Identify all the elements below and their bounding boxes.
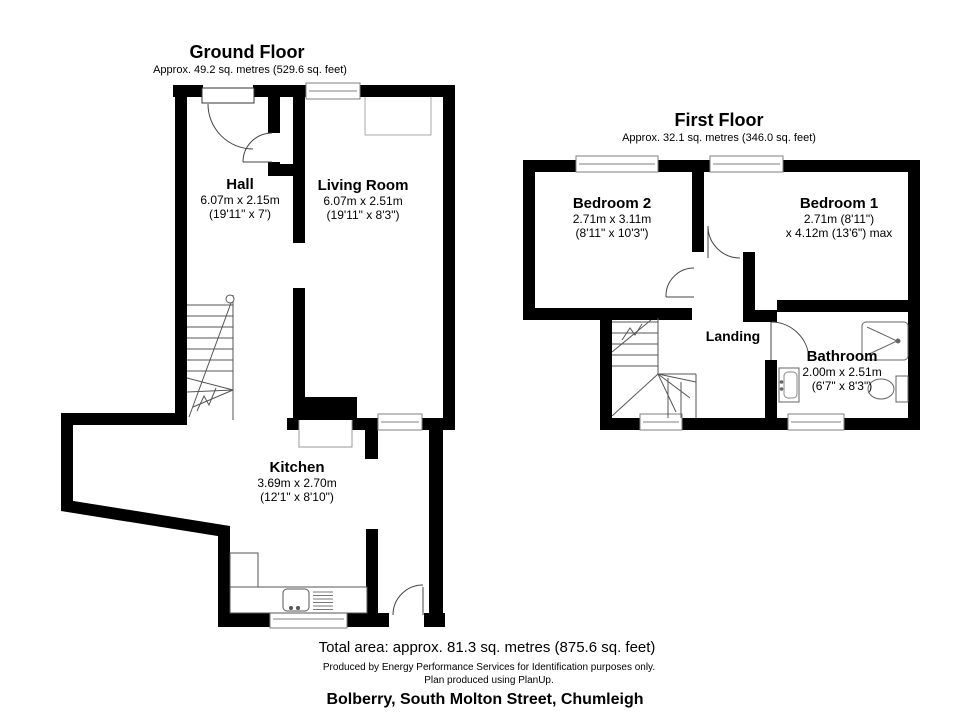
wall (443, 85, 455, 430)
wall-diagonal (61, 499, 230, 538)
drainer-lines (313, 591, 333, 610)
stairs-icon (611, 318, 697, 418)
wall (777, 300, 920, 312)
wall (692, 172, 704, 252)
bathroom-fixtures (778, 321, 909, 403)
wall (61, 413, 187, 425)
room-label-bathroom: Bathroom 2.00m x 2.51m (6'7" x 8'3") (802, 348, 882, 394)
room-label-bedroom-2: Bedroom 2 2.71m x 3.11m (8'11" x 10'3") (572, 195, 652, 241)
wall (293, 288, 305, 430)
wall (366, 529, 378, 617)
living-room-recess-outline (364, 97, 432, 136)
plan-tool-text: Plan produced using PlanUp. (424, 675, 554, 686)
wall (268, 164, 302, 176)
wall (175, 85, 187, 425)
window-icon (377, 413, 423, 431)
total-area-text: Total area: approx. 81.3 sq. metres (875… (318, 639, 656, 656)
window-icon (575, 155, 659, 173)
room-label-landing: Landing (705, 328, 761, 344)
front-door-arc-icon (201, 87, 255, 150)
wall (743, 252, 755, 322)
window-icon (709, 155, 784, 173)
door-gap (389, 612, 424, 628)
address-text: Bolberry, South Molton Street, Chumleigh (326, 691, 644, 708)
ground-floor-title: Ground Floor (189, 42, 305, 62)
ground-floor-subtitle: Approx. 49.2 sq. metres (529.6 sq. feet) (153, 64, 347, 76)
wall (268, 97, 280, 133)
wall (908, 160, 920, 430)
chimney-breast (300, 397, 357, 420)
stairs-icon (186, 294, 235, 420)
wall (61, 413, 73, 505)
bathroom-door-arc-icon (770, 321, 810, 361)
bedroom1-door-arc-icon (707, 225, 741, 259)
wall (365, 418, 378, 459)
window-icon (787, 413, 845, 431)
first-floor-subtitle: Approx. 32.1 sq. metres (346.0 sq. feet) (622, 132, 816, 144)
back-door-arc-icon (392, 584, 424, 616)
wall (600, 312, 612, 430)
window-icon (305, 82, 361, 100)
wall (765, 360, 777, 418)
kitchen-sink-icon (282, 588, 310, 612)
first-floor-doors (665, 225, 810, 361)
disclaimer-text: Produced by Energy Performance Services … (322, 662, 656, 673)
first-floor-windows (575, 155, 845, 431)
window-icon (639, 413, 683, 431)
cooker-outline (298, 420, 353, 448)
wall (429, 424, 443, 627)
ground-floor-windows (269, 82, 423, 629)
window-icon (269, 610, 348, 629)
room-label-kitchen: Kitchen 3.69m x 2.70m (12'1" x 8'10") (257, 459, 337, 505)
room-label-bedroom-1: Bedroom 1 2.71m (8'11") x 4.12m (13'6") … (785, 195, 893, 241)
wall (523, 160, 535, 320)
bedroom2-door-arc-icon (665, 267, 695, 298)
room-label-living-room: Living Room 6.07m x 2.51m (19'11" x 8'3"… (317, 177, 409, 223)
wall (743, 310, 777, 322)
first-floor-title: First Floor (674, 110, 764, 130)
ground-floor-doors (201, 87, 424, 616)
shower-icon (861, 321, 909, 361)
kitchen-counter (229, 552, 368, 614)
wall (218, 526, 230, 627)
basin-icon (778, 367, 800, 403)
ground-floor-walls (61, 85, 455, 627)
room-label-hall: Hall 6.07m x 2.15m (19'11" x 7') (200, 176, 280, 222)
hall-door-arc-icon (242, 132, 273, 163)
toilet-icon (867, 375, 909, 403)
